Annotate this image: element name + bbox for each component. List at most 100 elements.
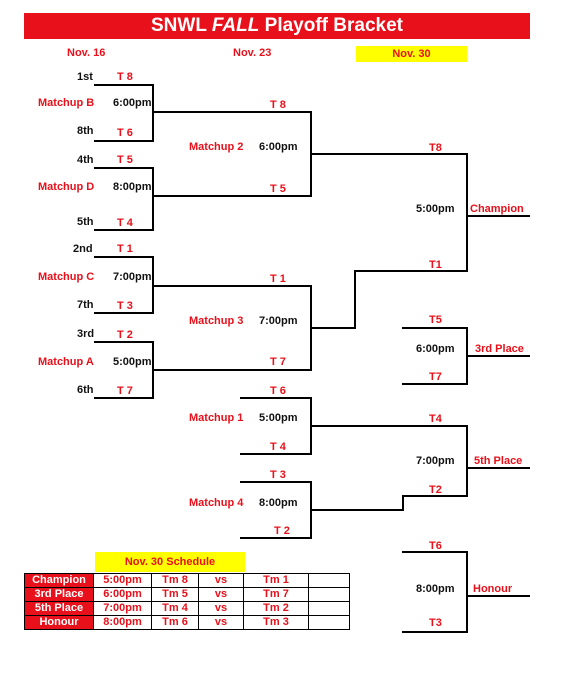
bracket-line [466,551,468,633]
seed-label: 8th [77,125,94,137]
bracket-line [240,537,312,539]
schedule-home: Tm 4 [151,601,199,616]
team-label: T 6 [270,385,286,397]
schedule-spacer [308,601,350,616]
matchup-time: 7:00pm [416,455,455,467]
team-label: T 8 [270,99,286,111]
seed-label: 4th [77,154,94,166]
bracket-line [240,481,312,483]
final-label: 5th Place [474,455,523,467]
team-label: T 8 [117,71,133,83]
title-emphasis: FALL [211,15,260,36]
team-label: T 3 [117,300,133,312]
team-label: T 7 [270,356,286,368]
schedule-label: Honour [24,615,94,630]
bracket-line [240,397,312,399]
matchup-name: Matchup D [38,181,95,193]
bracket-line [402,327,468,329]
schedule-time: 7:00pm [93,601,152,616]
title-suffix: Playoff Bracket [259,15,403,36]
matchup-name: Matchup 3 [189,315,244,327]
schedule-spacer [308,587,350,602]
team-label: T 7 [117,385,133,397]
schedule-vs: vs [198,573,244,588]
bracket-line [466,425,468,497]
team-label: T 5 [270,183,286,195]
schedule-home: Tm 6 [151,615,199,630]
bracket-line [402,495,404,511]
bracket-line [94,397,154,399]
team-label: T1 [429,259,442,271]
bracket-line [354,270,468,272]
schedule-away: Tm 3 [243,615,309,630]
bracket-line [152,167,154,231]
matchup-name: Matchup 4 [189,497,244,509]
bracket-line [152,84,154,142]
schedule-vs: vs [198,601,244,616]
schedule-label: 3rd Place [24,587,94,602]
seed-label: 2nd [73,243,93,255]
team-label: T 5 [117,154,133,166]
seed-label: 1st [77,71,93,83]
title-prefix: SNWL [151,15,212,36]
matchup-time: 6:00pm [259,141,298,153]
team-label: T 4 [117,217,133,229]
schedule-vs: vs [198,587,244,602]
bracket-line [466,355,530,357]
matchup-time: 6:00pm [416,343,455,355]
team-label: T8 [429,142,442,154]
final-label: Champion [470,203,524,215]
schedule-label: Champion [24,573,94,588]
bracket-line [152,195,312,197]
schedule-table: Champion 5:00pm Tm 8 vs Tm 1 3rd Place 6… [24,573,350,630]
bracket-line [94,140,154,142]
matchup-time: 5:00pm [113,356,152,368]
table-row: Honour 8:00pm Tm 6 vs Tm 3 [24,615,350,630]
matchup-time: 8:00pm [113,181,152,193]
bracket-line [466,467,530,469]
matchup-time: 8:00pm [416,583,455,595]
matchup-time: 5:00pm [416,203,455,215]
bracket-line [94,167,154,169]
team-label: T 2 [274,525,290,537]
table-row: 5th Place 7:00pm Tm 4 vs Tm 2 [24,601,350,616]
seed-label: 5th [77,216,94,228]
bracket-line [152,285,312,287]
table-row: Champion 5:00pm Tm 8 vs Tm 1 [24,573,350,588]
team-label: T6 [429,540,442,552]
schedule-time: 8:00pm [93,615,152,630]
matchup-name: Matchup A [38,356,94,368]
schedule-away: Tm 2 [243,601,309,616]
bracket-line [94,312,154,314]
final-label: 3rd Place [475,343,524,355]
schedule-title: Nov. 30 Schedule [95,552,245,572]
matchup-time: 6:00pm [113,97,152,109]
team-label: T 3 [270,469,286,481]
seed-label: 3rd [77,328,95,340]
page-title: SNWL FALL Playoff Bracket [24,13,530,39]
bracket-line [94,84,154,86]
schedule-away: Tm 1 [243,573,309,588]
schedule-spacer [308,573,350,588]
schedule-time: 6:00pm [93,587,152,602]
team-label: T 2 [117,329,133,341]
matchup-name: Matchup C [38,271,95,283]
matchup-time: 5:00pm [259,412,298,424]
team-label: T7 [429,371,442,383]
bracket-line [94,256,154,258]
bracket-line [152,369,312,371]
team-label: T5 [429,314,442,326]
team-label: T3 [429,617,442,629]
bracket-line [466,153,468,272]
bracket-line [402,495,468,497]
matchup-name: Matchup 2 [189,141,244,153]
matchup-name: Matchup 1 [189,412,244,424]
bracket-line [240,453,312,455]
seed-label: 6th [77,384,94,396]
team-label: T 4 [270,441,286,453]
team-label: T 6 [117,127,133,139]
date-round3: Nov. 30 [356,46,467,62]
bracket-line [94,341,154,343]
matchup-time: 8:00pm [259,497,298,509]
schedule-away: Tm 7 [243,587,309,602]
